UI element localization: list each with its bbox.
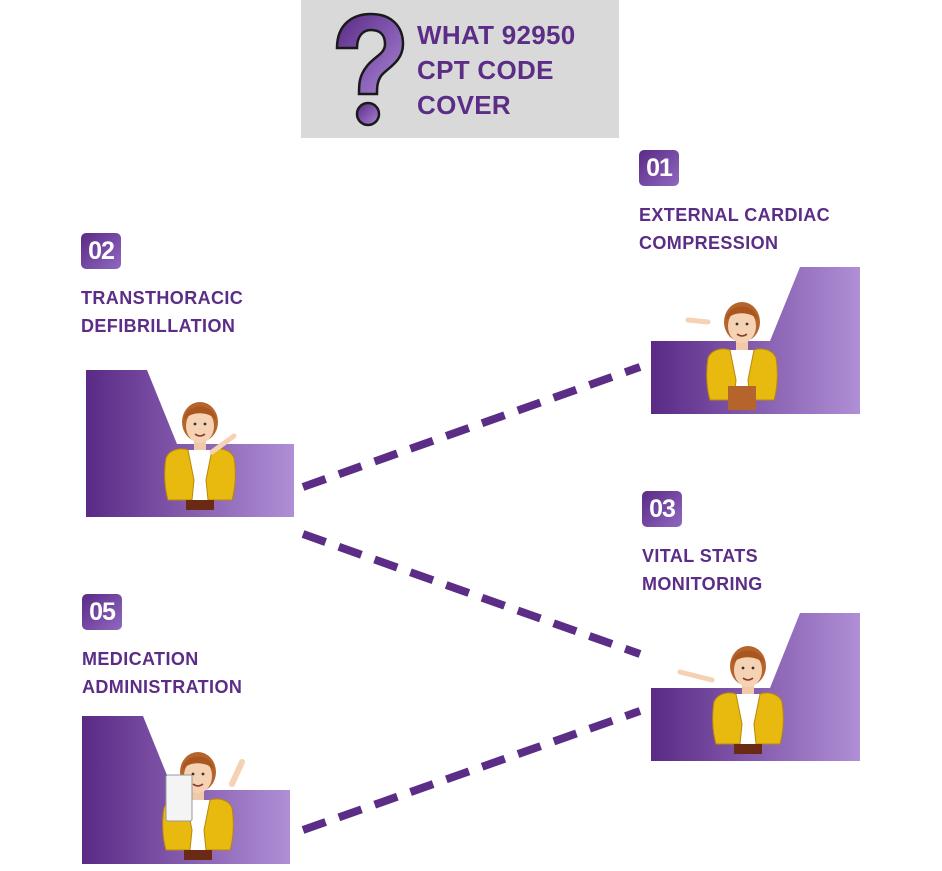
step-05-line-1: MEDICATION bbox=[82, 649, 199, 669]
step-label-05: MEDICATION ADMINISTRATION bbox=[82, 645, 242, 701]
person-illustration bbox=[711, 645, 785, 755]
step-label-02: TRANSTHORACIC DEFIBRILLATION bbox=[81, 284, 243, 340]
step-02-line-1: TRANSTHORACIC bbox=[81, 288, 244, 308]
question-mark-icon bbox=[335, 12, 405, 127]
person-illustration bbox=[163, 401, 237, 511]
step-badge-01: 01 bbox=[639, 150, 679, 186]
step-01-line-1: EXTERNAL CARDIAC bbox=[639, 205, 831, 225]
page-title: WHAT 92950 CPT CODE COVER bbox=[417, 18, 617, 123]
step-label-01: EXTERNAL CARDIAC COMPRESSION bbox=[639, 201, 830, 257]
connector-05-03 bbox=[301, 707, 642, 834]
connector-02-03 bbox=[301, 530, 642, 658]
step-badge-02: 02 bbox=[81, 233, 121, 269]
title-box: WHAT 92950 CPT CODE COVER bbox=[301, 0, 619, 138]
connector-02-01 bbox=[301, 363, 642, 491]
panel-step-02 bbox=[86, 370, 294, 517]
title-line-3: COVER bbox=[417, 90, 511, 120]
title-line-1: WHAT 92950 bbox=[417, 20, 576, 50]
step-01-line-2: COMPRESSION bbox=[639, 233, 779, 253]
step-03-line-2: MONITORING bbox=[642, 574, 763, 594]
clipboard-icon bbox=[165, 774, 193, 822]
title-line-2: CPT CODE bbox=[417, 55, 554, 85]
step-05-line-2: ADMINISTRATION bbox=[82, 677, 243, 697]
panel-step-05 bbox=[82, 716, 290, 864]
step-03-line-1: VITAL STATS bbox=[642, 546, 759, 566]
step-badge-03: 03 bbox=[642, 491, 682, 527]
connector-lines bbox=[301, 363, 642, 834]
step-badge-05: 05 bbox=[82, 594, 122, 630]
step-02-line-2: DEFIBRILLATION bbox=[81, 316, 236, 336]
panel-step-03 bbox=[651, 613, 860, 761]
panel-step-01 bbox=[651, 267, 860, 414]
step-label-03: VITAL STATS MONITORING bbox=[642, 542, 763, 598]
